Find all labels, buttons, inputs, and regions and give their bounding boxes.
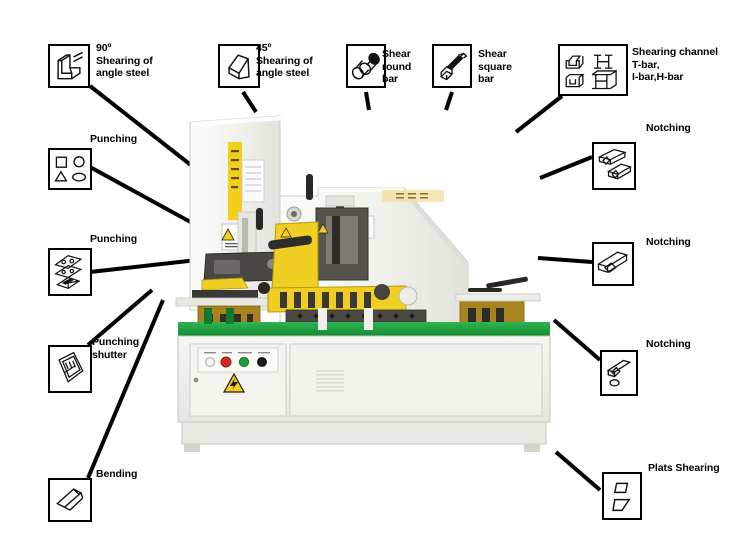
- base-green-ribs: [204, 308, 234, 324]
- top-decal-text: [396, 193, 428, 199]
- cabinet-lock: [193, 377, 199, 383]
- shear-warning-triangle: [317, 223, 329, 234]
- lever-knob: [258, 282, 270, 294]
- base-support-ribs: [318, 308, 373, 330]
- shear-blade: [332, 216, 340, 264]
- machine-foot-left: [184, 444, 200, 452]
- callout-label-notching-middle: Notching: [646, 236, 691, 248]
- column-decal-text: [231, 150, 239, 189]
- connector-shear-square-bar: [444, 91, 454, 111]
- lever-handle-upper: [306, 174, 313, 200]
- callout-label-punching-shapes: Punching: [90, 133, 138, 145]
- machine-column-top: [190, 116, 286, 126]
- column-warning-decal: [228, 142, 242, 220]
- notching-station-dies: [468, 308, 504, 326]
- machine-plinth: [181, 421, 547, 445]
- plate-shearing-icon: [602, 472, 642, 520]
- control-button-white: [205, 357, 215, 367]
- callout-label-plats-shearing: Plats Shearing: [648, 462, 720, 474]
- shear-ram-top: [325, 195, 355, 207]
- machine-shoulder: [402, 188, 468, 264]
- callout-label-punching-shutter: Punching shutter: [92, 336, 140, 361]
- callout-label-bending: Bending: [96, 468, 138, 480]
- callout-label-notching-lower: Notching: [646, 338, 691, 350]
- left-work-table: [175, 297, 269, 307]
- notching-profiles-icon: [592, 142, 636, 190]
- lever-handle-left: [256, 208, 263, 230]
- cabinet-door-right: [289, 343, 543, 417]
- angle-shear-pivot-hub: [291, 211, 297, 217]
- notching-vee-icon: [592, 242, 634, 286]
- notching-lever-2: [468, 288, 502, 292]
- tool-plate-knob: [374, 284, 390, 300]
- scale-sticker-lines: [245, 166, 261, 192]
- angle-shear-yellow: [271, 221, 319, 291]
- cabinet-hazard-bolt: [230, 378, 238, 390]
- callout-label-notching-upper: Notching: [646, 122, 691, 134]
- top-yellow-decal: [382, 190, 444, 202]
- angle-steel-90-icon: [48, 44, 90, 88]
- connector-shearing-angle-45: [241, 90, 258, 114]
- left-die-holder: [201, 277, 249, 291]
- callout-label-shearing-channel: Shearing channel T-bar, I-bar,H-bar: [632, 46, 718, 83]
- square-bar-icon: [432, 44, 472, 88]
- notching-corner-icon: [600, 350, 638, 396]
- left-die-block: [192, 290, 258, 298]
- control-button-green: [238, 356, 250, 368]
- angle-steel-45-icon: [218, 44, 260, 88]
- callout-label-shearing-angle-45: 45º Shearing of angle steel: [256, 42, 313, 79]
- angle-shear-black-bar: [268, 235, 312, 250]
- punch-head-detail: [214, 260, 240, 274]
- punch-shapes-icon: [48, 148, 92, 190]
- connector-shear-round-bar: [364, 91, 371, 111]
- scale-sticker: [241, 159, 265, 203]
- notching-lever: [486, 276, 528, 289]
- callout-label-shearing-angle-90: 90º Shearing of angle steel: [96, 42, 153, 79]
- control-button-black: [257, 357, 267, 367]
- control-button-red: [220, 356, 232, 368]
- punch-slide: [242, 218, 248, 256]
- machine-foot-right: [524, 444, 540, 452]
- lower-tool-plate-slots: [280, 292, 371, 308]
- punch-shutter-icon: [48, 345, 92, 393]
- machine-illustration: [175, 115, 551, 452]
- callout-label-punching-profiles: Punching: [90, 233, 138, 245]
- warning-triangle-icon: [221, 228, 235, 241]
- cabinet-vents: [316, 370, 344, 392]
- connector-bending: [86, 299, 165, 479]
- tool-plate-roller: [398, 286, 418, 306]
- ironworker-machine-image: [168, 112, 568, 462]
- punch-profiles-icon: [48, 248, 92, 296]
- shear-bed: [285, 309, 427, 323]
- round-bar-icon: [346, 44, 386, 88]
- notching-table: [455, 293, 541, 302]
- callout-label-shear-round-bar: Shear round bar: [382, 48, 412, 85]
- control-panel-labels: [204, 352, 270, 354]
- bending-icon: [48, 478, 92, 522]
- channel-tbar-ibar-hbar-icon: [558, 44, 628, 96]
- shear-gate-window: [326, 216, 358, 264]
- angle-shear-warning: [280, 227, 292, 238]
- callout-label-shear-square-bar: Shear square bar: [478, 48, 512, 85]
